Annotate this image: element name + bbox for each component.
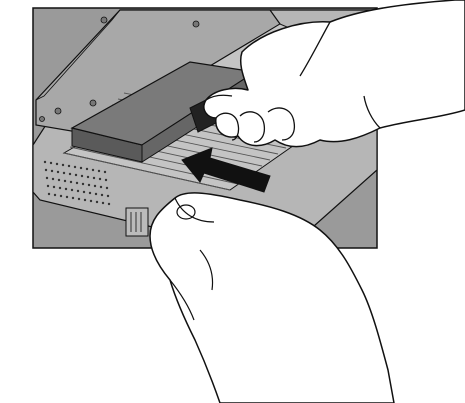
screw-1 xyxy=(55,108,61,114)
screw-3 xyxy=(101,17,107,23)
release-latch xyxy=(126,208,148,236)
screw-5 xyxy=(40,117,45,122)
screw-4 xyxy=(193,21,199,27)
screw-2 xyxy=(90,100,96,106)
